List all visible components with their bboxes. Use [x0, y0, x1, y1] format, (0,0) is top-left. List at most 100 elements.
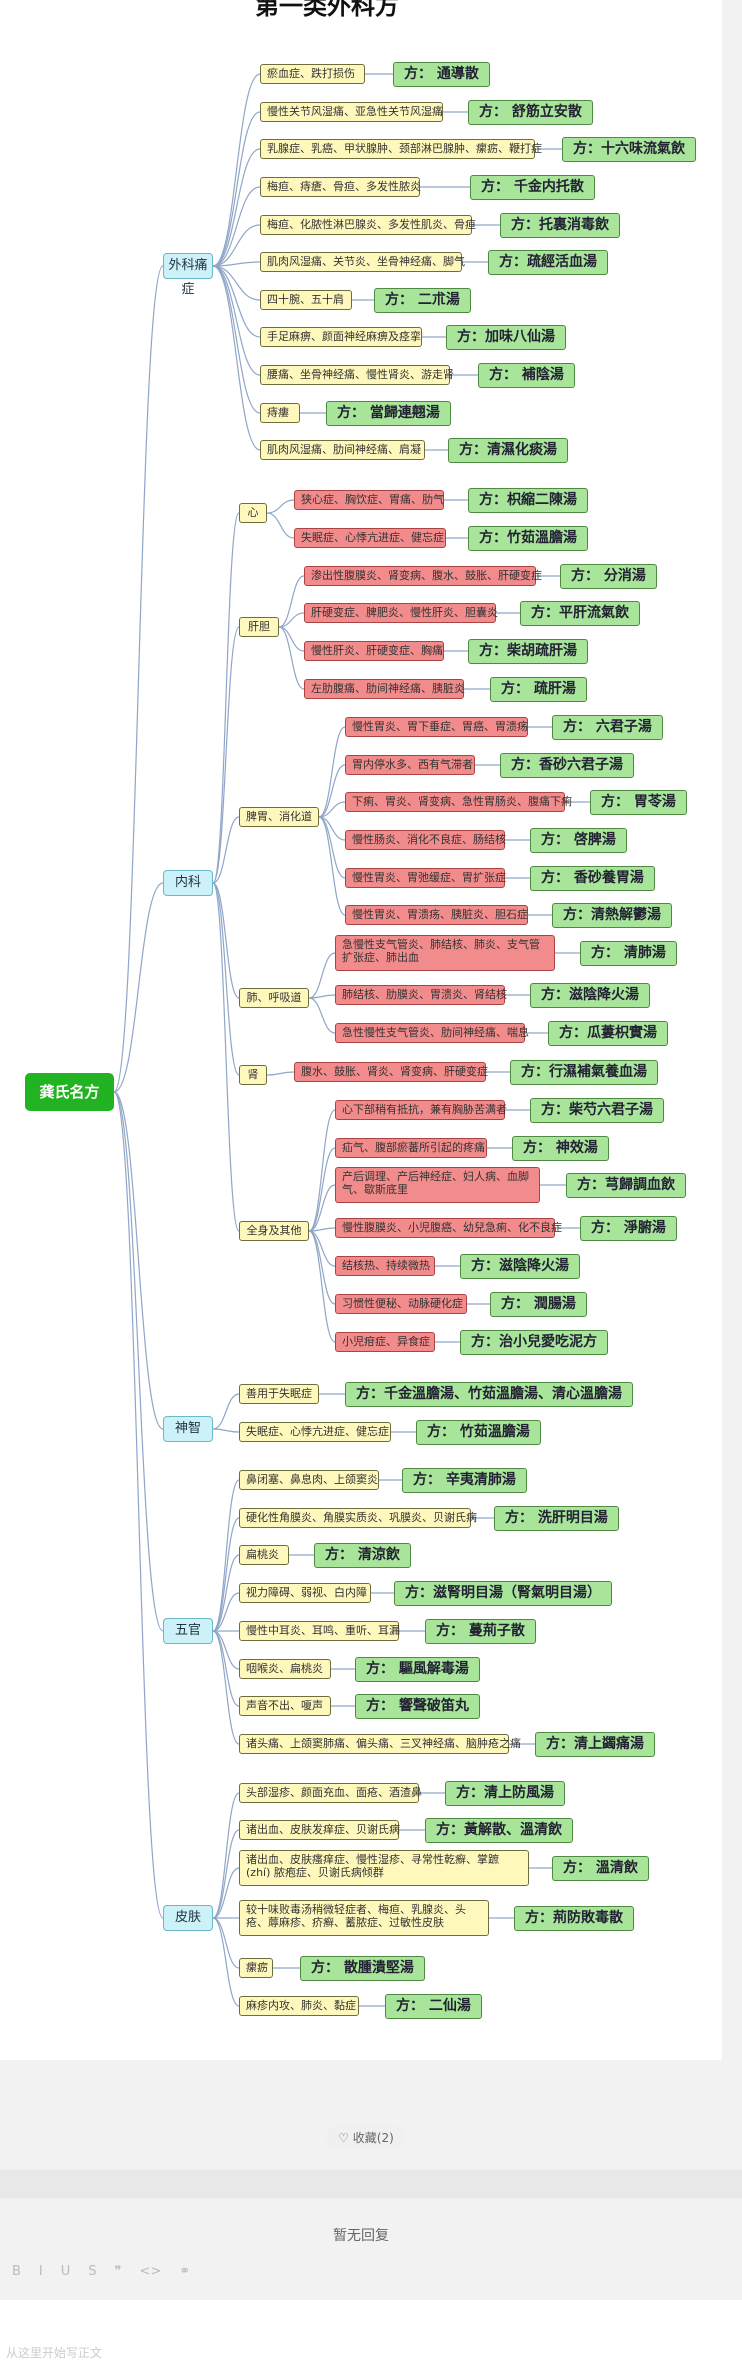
formula-node: 方：滋腎明目湯（腎氣明目湯）	[394, 1581, 612, 1606]
formula-node: 方：加味八仙湯	[446, 325, 566, 350]
no-reply-text: 暂无回复	[333, 2228, 389, 2244]
formula-node: 方： 舒筋立安散	[468, 100, 593, 125]
symptom-node: 鼻闭塞、鼻息肉、上颌窦炎	[239, 1470, 379, 1490]
symptom-node: 诸出血、皮肤瘙痒症、慢性湿疹、寻常性乾癬、掌蹠 (zhí) 脓疱症、贝谢氏病倾群	[239, 1850, 529, 1886]
symptom-node: 手足麻痹、颜面神经麻痹及痉挛	[260, 327, 422, 347]
symptom-node: 慢性肠炎、消化不良症、肠结核	[345, 830, 506, 850]
category-node: 神智	[163, 1416, 213, 1442]
formula-node: 方：柴芍六君子湯	[530, 1098, 664, 1123]
symptom-node: 急性慢性支气管炎、肋间神经痛、喘息	[335, 1023, 529, 1043]
formula-node: 方：清熱解鬱湯	[552, 903, 672, 928]
formula-node: 方： 竹茹溫膽湯	[416, 1420, 541, 1445]
toolbar-button[interactable]: ⚭	[179, 2264, 191, 2279]
symptom-node: 胃内停水多、西有气滞者	[345, 755, 475, 775]
root-node: 龚氏名方	[25, 1073, 114, 1111]
formula-node: 方：滋陰降火湯	[460, 1254, 580, 1279]
formula-node: 方： 二仙湯	[385, 1994, 482, 2019]
symptom-node: 下痢、胃炎、肾变病、急性胃肠炎、腹痛下痢	[345, 792, 572, 812]
divider-band	[0, 2170, 742, 2198]
formula-node: 方：滋陰降火湯	[530, 983, 650, 1008]
category-node: 外科痛症	[163, 253, 213, 297]
symptom-node: 左肋腹痛、肋间神经痛、胰脏炎	[304, 679, 465, 699]
formula-node: 方：柴胡疏肝湯	[468, 639, 588, 664]
formula-node: 方： 二朮湯	[374, 288, 471, 313]
symptom-node: 渗出性腹膜炎、肾变病、腹水、鼓胀、肝硬变症	[304, 566, 542, 586]
symptom-node: 慢性中耳炎、耳鸣、重听、耳漏	[239, 1621, 400, 1641]
symptom-node: 腰痛、坐骨神经痛、慢性肾炎、游走肾	[260, 365, 454, 385]
symptom-node: 诸出血、皮肤发痒症、贝谢氏病	[239, 1820, 400, 1840]
formula-node: 方：清上蠲痛湯	[535, 1732, 655, 1757]
symptom-node: 肌肉风湿痛、关节炎、坐骨神经痛、脚气	[260, 252, 465, 272]
symptom-node: 产后调理、产后神经症、妇人病、血脚气、歇斯底里	[335, 1167, 540, 1203]
formula-node: 方： 補陰湯	[478, 363, 575, 388]
subgroup-node: 肺、呼吸道	[239, 988, 309, 1008]
symptom-node: 急慢性支气管炎、肺结核、肺炎、支气管扩张症、肺出血	[335, 935, 555, 971]
symptom-node: 梅疸、痔瘡、骨疸、多发性脓炎	[260, 177, 421, 197]
toolbar-button[interactable]: I	[38, 2264, 43, 2279]
formula-node: 方： 散腫潰堅湯	[300, 1956, 425, 1981]
formula-node: 方： 神效湯	[512, 1136, 609, 1161]
formula-node: 方：清濕化痰湯	[448, 438, 568, 463]
symptom-node: 慢性肝炎、肝硬变症、胸痛	[304, 641, 444, 661]
formula-node: 方： 香砂養胃湯	[530, 866, 655, 891]
formula-node: 方：托裏消毒飲	[500, 213, 620, 238]
formula-node: 方： 溫清飲	[552, 1856, 649, 1881]
formula-node: 方：芎歸調血飲	[566, 1173, 686, 1198]
symptom-node: 失眠症、心悸亢进症、健忘症	[294, 528, 446, 548]
category-node: 五官	[163, 1618, 213, 1644]
formula-node: 方： 疏肝湯	[490, 677, 587, 702]
formula-node: 方： 洗肝明目湯	[494, 1506, 619, 1531]
formula-node: 方： 啓脾湯	[530, 828, 627, 853]
toolbar-button[interactable]: <>	[139, 2264, 162, 2279]
toolbar-button[interactable]: B	[12, 2264, 21, 2279]
formula-node: 方： 潤腸湯	[490, 1292, 587, 1317]
toolbar-button[interactable]: ❞	[114, 2264, 122, 2279]
symptom-node: 狭心症、胸饮症、胃痛、肋气	[294, 490, 444, 510]
favorite-button[interactable]: ♡ 收藏(2)	[326, 2126, 406, 2150]
subgroup-node: 心	[239, 503, 267, 523]
symptom-node: 善用于失眠症	[239, 1384, 319, 1404]
formula-node: 方： 淨腑湯	[580, 1216, 677, 1241]
category-node: 内科	[163, 870, 213, 896]
editor-placeholder: 从这里开始写正文	[6, 2346, 103, 2360]
formula-node: 方：疏經活血湯	[488, 250, 608, 275]
formula-node: 方： 六君子湯	[552, 715, 663, 740]
symptom-node: 肺结核、肋膜炎、胃溃炎、肾结核	[335, 985, 507, 1005]
symptom-node: 慢性关节风湿痛、亚急性关节风湿痛	[260, 102, 443, 122]
formula-node: 方： 清肺湯	[580, 941, 677, 966]
subgroup-node: 脾胃、消化道	[239, 807, 319, 827]
symptom-node: 梅疸、化脓性淋巴腺炎、多发性肌炎、骨疸	[260, 215, 476, 235]
formula-node: 方： 分消湯	[560, 564, 657, 589]
symptom-node: 慢性胃炎、胃溃疡、胰脏炎、胆石症	[345, 905, 528, 925]
toolbar-button[interactable]: S	[88, 2264, 97, 2279]
subgroup-node: 全身及其他	[239, 1221, 309, 1241]
comment-editor[interactable]	[0, 2300, 742, 2369]
symptom-node: 四十腕、五十肩	[260, 290, 352, 310]
symptom-node: 肌肉风湿痛、肋间神经痛、肩凝	[260, 440, 425, 460]
formula-node: 方： 胃苓湯	[590, 790, 687, 815]
formula-node: 方： 當歸連翹湯	[326, 401, 451, 426]
symptom-node: 瘰疬	[239, 1958, 273, 1978]
symptom-node: 诸头痛、上颌窦肺痛、偏头痛、三叉神经痛、脑肿疮之痛	[239, 1734, 521, 1754]
formula-node: 方： 響聲破笛丸	[355, 1694, 480, 1719]
formula-node: 方： 驅風解毒湯	[355, 1657, 480, 1682]
toolbar-button[interactable]: U	[60, 2264, 71, 2279]
symptom-node: 腹水、鼓胀、肾炎、肾变病、肝硬变症	[294, 1062, 488, 1082]
symptom-node: 小児疳症、异食症	[335, 1332, 435, 1352]
symptom-node: 慢性胃炎、胃弛缓症、胃扩张症	[345, 868, 506, 888]
symptom-node: 咽喉炎、扁桃炎	[239, 1659, 331, 1679]
symptom-node: 慢性胃炎、胃下垂症、胃癌、胃溃疡	[345, 717, 528, 737]
symptom-node: 习惯性便秘、动脉硬化症	[335, 1294, 467, 1314]
formula-node: 方： 蔓荊子散	[425, 1619, 536, 1644]
symptom-node: 瘀血症、跌打损伤	[260, 64, 365, 84]
formula-node: 方：清上防風湯	[445, 1781, 565, 1806]
formula-node: 方：黃解散、溫清飲	[425, 1818, 573, 1843]
page-title: 第一类外科方	[255, 0, 399, 20]
symptom-node: 硬化性角膜炎、角膜实质炎、巩膜炎、贝谢氏病	[239, 1508, 477, 1528]
symptom-node: 失眠症、心悸亢进症、健忘症	[239, 1422, 391, 1442]
symptom-node: 扁桃炎	[239, 1545, 289, 1565]
connector-lines	[113, 73, 590, 2007]
formula-node: 方：荊防敗毒散	[514, 1906, 634, 1931]
formula-node: 方：平肝流氣飲	[520, 601, 640, 626]
symptom-node: 心下部稍有抵抗，兼有胸胁苦满者	[335, 1100, 507, 1120]
